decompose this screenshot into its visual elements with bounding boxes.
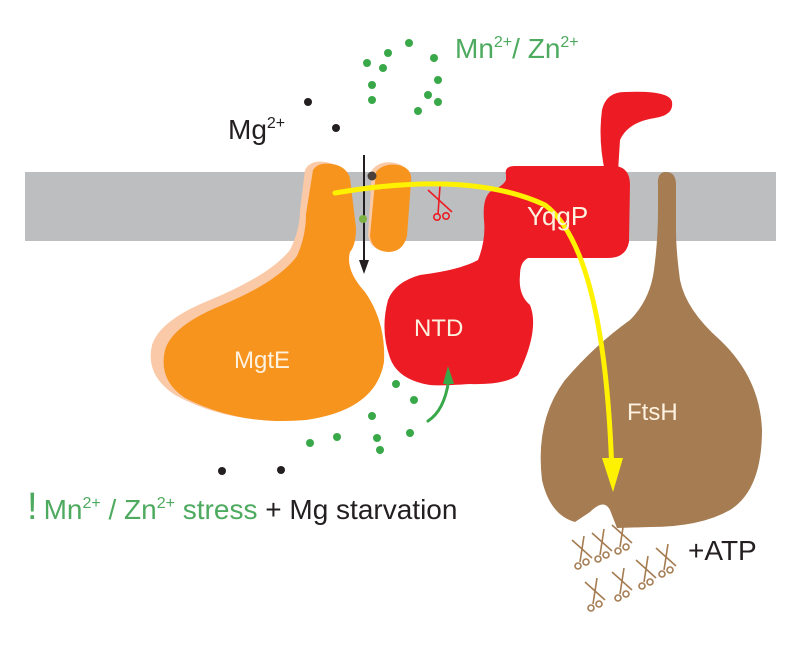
yqgp-label: YqgP [527,201,588,231]
ntd-label: NTD [414,315,463,342]
mg-ion-in-pore [367,171,377,181]
mgte-protein [163,163,385,422]
yqgp-scissors-icon [427,185,453,222]
mg-influx-arrow-head [359,260,369,274]
substrate-path-arrow-head [602,458,623,492]
mg-label: Mg2+ [228,114,285,145]
ftsh-protein [540,172,762,528]
yqgp-periplasmic-loop [600,91,673,172]
substrate-path-arrow [332,181,615,478]
ftsh-label: FtsH [627,399,678,426]
mn-zn-label: Mn2+/ Zn2+ [455,33,579,64]
atp-label: +ATP [688,535,757,566]
mn-ion-in-pore [359,215,367,223]
activation-arrow-head [443,366,454,384]
condition-caption: !Mn2+ / Zn2+ stress + Mg starvation [27,486,457,528]
mgte-right-helix [370,164,412,252]
ftsh-scissors-cluster-icon [571,520,677,612]
mn-zn-ions-extracellular [363,39,442,115]
yqgp-protein [384,166,630,386]
mn-zn-ions-cytoplasmic [306,380,418,454]
mgte-label: MgtE [234,347,290,374]
mg-ions [218,98,340,475]
